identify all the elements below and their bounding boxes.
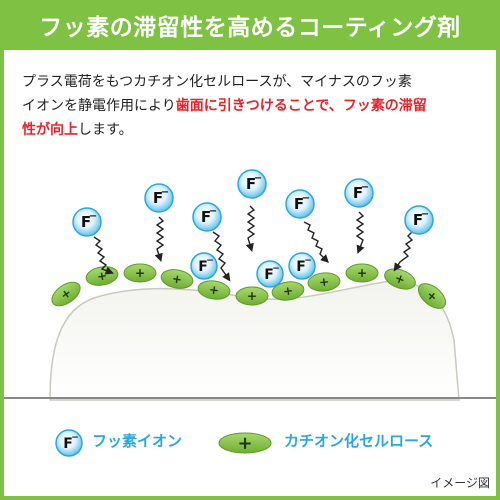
fluoride-ion-bound: F − [190,252,218,280]
fluoride-ion: F − [237,169,267,199]
svg-text:F: F [413,211,423,229]
svg-text:F: F [353,184,363,202]
description-text: プラス電荷をもつカチオン化セルロースが、マイナスのフッ素 イオンを静電作用により… [22,70,484,142]
svg-text:+: + [171,271,183,287]
arrow-path [212,231,231,282]
svg-text:F: F [264,267,274,283]
attraction-arrows [93,205,414,282]
cellulose-particle: + [345,263,379,283]
cellulose-particle: + [160,269,194,289]
svg-text:+: + [318,275,329,290]
header-banner: フッ素の滞留性を高めるコーティング剤 [0,0,500,50]
cellulose-particle: + [384,268,416,290]
fluoride-ion: F − [285,189,315,219]
cellulose-particle: + [417,283,447,309]
content-panel: プラス電荷をもつカチオン化セルロースが、マイナスのフッ素 イオンを静電作用により… [4,50,496,496]
fluoride-ion-bound: F − [288,252,316,280]
svg-text:+: + [357,266,367,280]
svg-text:−: − [254,173,262,184]
cellulose-legend-label: カチオン化セルロース [284,432,434,450]
arrow-path [393,231,414,272]
description-highlight-1: 歯面に引きつけることで、フッ素の滞留 [175,98,427,114]
svg-text:+: + [247,289,257,303]
fluoride-ion: F − [72,207,102,237]
fluoride-ion: F − [404,205,434,235]
arrow-path [245,205,256,253]
svg-text:−: − [89,211,97,222]
mechanism-illustration: + + + + + + + [4,169,496,401]
svg-text:+: + [282,283,294,298]
svg-text:F: F [153,189,163,207]
fluoride-ion: F − [144,183,174,213]
cellulose-particle: + [271,281,305,301]
svg-text:−: − [361,182,369,193]
svg-text:−: − [161,187,169,198]
fluoride-ion-legend-label: フッ素イオン [92,432,183,450]
image-caption: イメージ図 [430,476,490,490]
svg-text:−: − [302,193,310,204]
svg-text:+: + [237,433,252,454]
svg-text:−: − [421,209,429,220]
svg-text:F: F [296,259,306,275]
svg-text:+: + [208,282,220,297]
svg-text:F: F [294,195,304,213]
cellulose-particle: + [197,280,231,300]
svg-text:−: − [272,264,280,274]
fluoride-ion: F − [192,202,222,232]
svg-text:+: + [135,266,145,280]
svg-text:F: F [198,259,208,275]
svg-text:F: F [201,208,211,226]
svg-text:−: − [206,256,214,266]
arrow-path [154,216,165,262]
page-title: フッ素の滞留性を高めるコーティング剤 [39,15,461,41]
arrow-path [355,211,365,254]
svg-text:+: + [393,271,407,288]
description-line-1: プラス電荷をもつカチオン化セルロースが、マイナスのフッ素 [22,74,412,90]
cellulose-particle: + [307,272,341,292]
cellulose-particle: + [235,286,269,306]
fluoride-ion-bound: F − [256,260,284,288]
arrow-path [303,221,329,263]
svg-text:−: − [209,206,217,217]
cellulose-particle: + [51,281,81,307]
svg-text:F: F [81,213,91,231]
cellulose-particle: + [123,263,157,283]
description-line-2: イオンを静電作用により [22,98,176,114]
svg-text:−: − [71,433,79,443]
description-line-3: します。 [78,122,133,138]
svg-text:F: F [246,175,256,193]
fluoride-ions: F − F − F − F − F − [72,169,434,288]
svg-text:−: − [304,256,312,266]
fluoride-ion-legend-icon: F − [55,429,83,457]
description-highlight-2: 性が向上 [22,122,78,138]
cellulose-legend-icon: + [218,432,272,454]
svg-text:F: F [63,436,73,452]
arrow-path [93,236,114,275]
cellulose-particle: + [85,266,119,286]
fluoride-ion: F − [344,178,374,208]
